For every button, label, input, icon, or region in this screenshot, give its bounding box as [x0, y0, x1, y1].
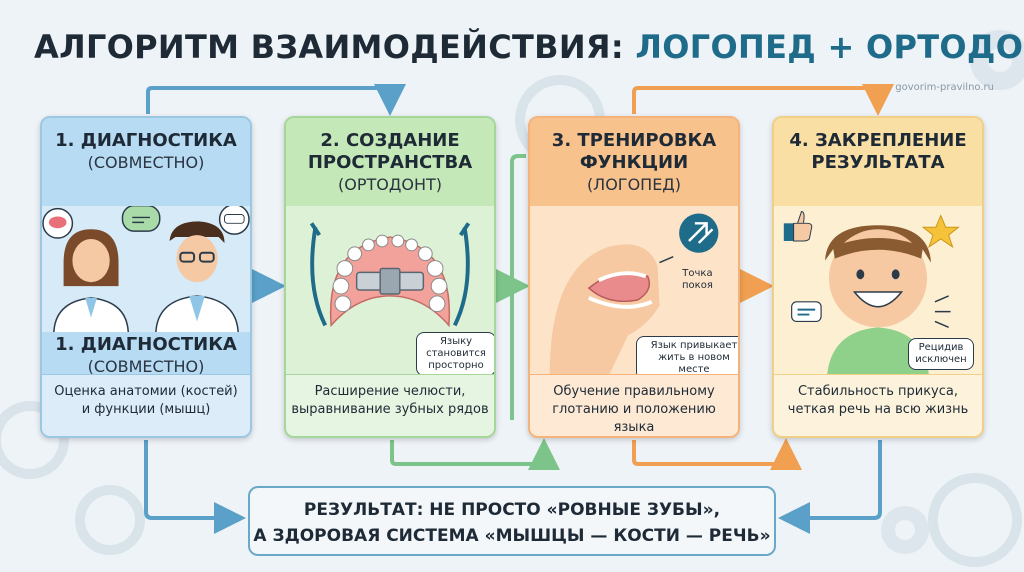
thumbs-up-icon: [783, 211, 813, 242]
chat-icon: [791, 301, 822, 323]
card-1-description: Оценка анатомии (костей) и функции (мышц…: [42, 374, 250, 436]
card-3-title-line-1: 3. ТРЕНИРОВКА: [551, 130, 717, 151]
card-space-creation: 2. СОЗДАНИЕ ПРОСТРАНСТВА (ОРТОДОНТ) Язык…: [284, 116, 496, 438]
card-2-subtitle: (ОРТОДОНТ): [338, 175, 442, 194]
arrow-bottom-3-4: [632, 438, 802, 470]
card-3-description: Обучение правильному глотанию и положени…: [530, 374, 738, 436]
arrow-top-1-2: [146, 84, 406, 116]
card-4-note-line-1: Рецидив: [918, 342, 964, 353]
card-4-desc-line-2: четкая речь на всю жизнь: [787, 402, 969, 417]
card-2-title-line-2: ПРОСТРАНСТВА: [307, 152, 473, 173]
card-1-mid-header: 1. ДИАГНОСТИКА (СОВМЕСТНО): [42, 332, 250, 378]
card-1-desc-line-2: и функции (мышц): [81, 402, 211, 417]
title-accent: ЛОГОПЕД + ОРТОДОНТ: [635, 28, 1024, 66]
card-2-title-line-1: 2. СОЗДАНИЕ: [320, 130, 460, 151]
arrow-to-result-right: [778, 440, 882, 534]
card-4-note-line-2: исключен: [915, 354, 967, 365]
tongue-position-illustration: [549, 213, 719, 377]
card-2-desc-line-2: выравнивание зубных рядов: [291, 402, 489, 417]
card-1-header: 1. ДИАГНОСТИКА (СОВМЕСТНО): [42, 118, 250, 206]
card-3-header: 3. ТРЕНИРОВКА ФУНКЦИИ (ЛОГОПЕД): [530, 118, 738, 206]
site-watermark: govorim-pravilno.ru: [895, 82, 994, 93]
arrow-to-result-left: [144, 440, 246, 534]
card-4-desc-line-1: Стабильность прикуса,: [797, 384, 958, 399]
card-2-note-line-2: становится: [426, 348, 486, 359]
card-diagnostics: 1. ДИАГНОСТИКА (СОВМЕСТНО) 1. ДИАГНОСТИК…: [40, 116, 252, 438]
card-2-header: 2. СОЗДАНИЕ ПРОСТРАНСТВА (ОРТОДОНТ): [286, 118, 494, 206]
card-3-note-line-1: Язык привыкает: [650, 340, 738, 351]
result-line-1: РЕЗУЛЬТАТ: НЕ ПРОСТО «РОВНЫЕ ЗУБЫ»,: [303, 500, 721, 520]
card-3-rest-point-line-1: Точка: [682, 268, 713, 279]
card-3-rest-point-line-2: покоя: [682, 280, 713, 291]
card-4-note-bubble: Рецидив исключен: [908, 338, 974, 370]
card-result-fixation: 4. ЗАКРЕПЛЕНИЕ РЕЗУЛЬТАТА Рецидив исключ…: [772, 116, 984, 438]
card-3-subtitle: (ЛОГОПЕД): [586, 175, 682, 194]
card-3-desc-line-1: Обучение правильному: [553, 384, 715, 399]
card-2-description: Расширение челюсти, выравнивание зубных …: [286, 374, 494, 436]
card-4-title-line-2: РЕЗУЛЬТАТА: [811, 152, 945, 173]
card-3-note-line-2: жить в новом месте: [658, 352, 730, 375]
result-line-2: А ЗДОРОВАЯ СИСТЕМА «МЫШЦЫ — КОСТИ — РЕЧЬ…: [253, 526, 771, 546]
card-4-description: Стабильность прикуса, четкая речь на всю…: [774, 374, 982, 436]
star-icon: [921, 214, 960, 249]
card-3-title-line-2: ФУНКЦИИ: [579, 152, 689, 173]
card-function-training: 3. ТРЕНИРОВКА ФУНКЦИИ (ЛОГОПЕД) Точка по…: [528, 116, 740, 438]
card-3-rest-point-label: Точка покоя: [682, 268, 713, 292]
arrow-bottom-2-3: [390, 438, 560, 470]
doctors-illustration: [42, 206, 250, 336]
card-1-subtitle: (СОВМЕСТНО): [87, 153, 205, 172]
arrow-top-3-4: [632, 84, 894, 116]
card-2-desc-line-1: Расширение челюсти,: [314, 384, 466, 399]
palate-expander-illustration: [309, 222, 471, 328]
card-2-note-bubble: Языку становится просторно: [416, 332, 494, 376]
card-2-note-line-1: Языку: [439, 336, 473, 347]
card-1-title: 1. ДИАГНОСТИКА: [55, 130, 237, 151]
result-box: РЕЗУЛЬТАТ: НЕ ПРОСТО «РОВНЫЕ ЗУБЫ», А ЗД…: [248, 486, 776, 556]
card-4-title-line-1: 4. ЗАКРЕПЛЕНИЕ: [789, 130, 967, 151]
card-1-mid-subtitle: (СОВМЕСТНО): [87, 357, 205, 376]
card-4-header: 4. ЗАКРЕПЛЕНИЕ РЕЗУЛЬТАТА: [774, 118, 982, 206]
card-3-desc-line-2: глотанию и положению языка: [552, 402, 716, 435]
card-2-note-line-3: просторно: [428, 360, 484, 371]
title-main: АЛГОРИТМ ВЗАИМОДЕЙСТВИЯ:: [34, 28, 624, 66]
page-title: АЛГОРИТМ ВЗАИМОДЕЙСТВИЯ: ЛОГОПЕД + ОРТОД…: [34, 28, 1024, 66]
arrow-side-green: [510, 154, 526, 420]
card-1-desc-line-1: Оценка анатомии (костей): [54, 384, 238, 399]
smiling-boy-illustration: [783, 211, 960, 377]
card-1-mid-title: 1. ДИАГНОСТИКА: [55, 334, 237, 355]
card-3-note-bubble: Язык привыкает жить в новом месте: [636, 336, 738, 380]
